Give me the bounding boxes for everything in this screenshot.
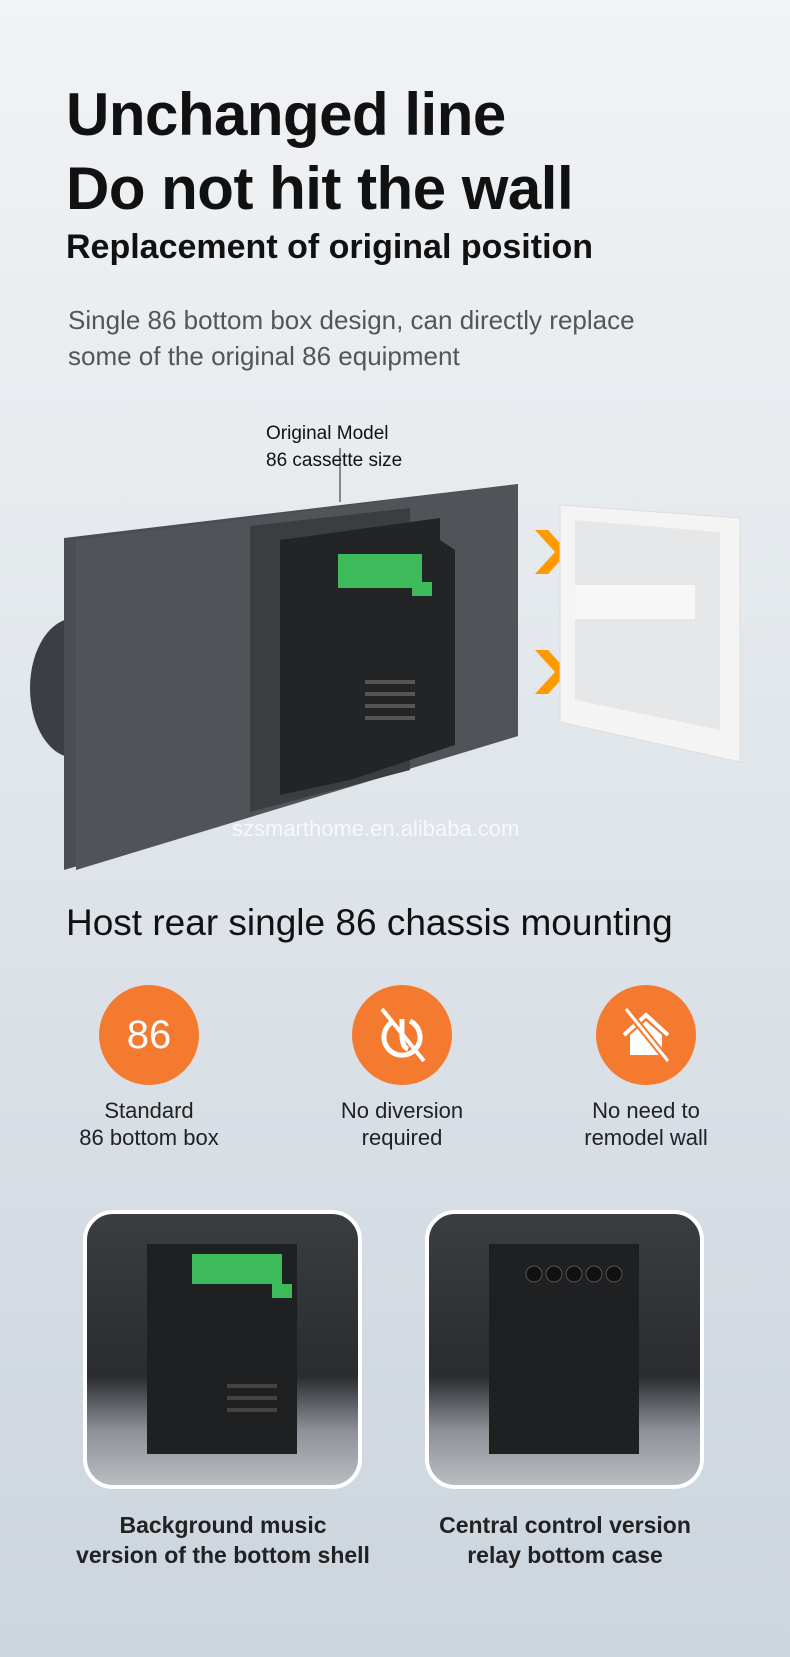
watermark: szsmarthome.en.alibaba.com	[232, 816, 520, 841]
central-control-version-image	[425, 1210, 704, 1489]
product-illustration	[30, 448, 741, 870]
page-title: Unchanged line Do not hit the wall	[66, 81, 574, 222]
description: Single 86 bottom box design, can directl…	[68, 305, 635, 371]
no-remodel-house-icon	[596, 985, 696, 1085]
callout-label: Original Model 86 cassette size	[266, 423, 403, 471]
subtitle: Replacement of original position	[66, 228, 594, 266]
green-terminal	[338, 554, 422, 588]
86-badge-icon: 86	[99, 985, 199, 1085]
section-heading: Host rear single 86 chassis mounting	[66, 902, 673, 943]
no-diversion-icon	[352, 985, 452, 1085]
music-version-image	[83, 1210, 362, 1489]
